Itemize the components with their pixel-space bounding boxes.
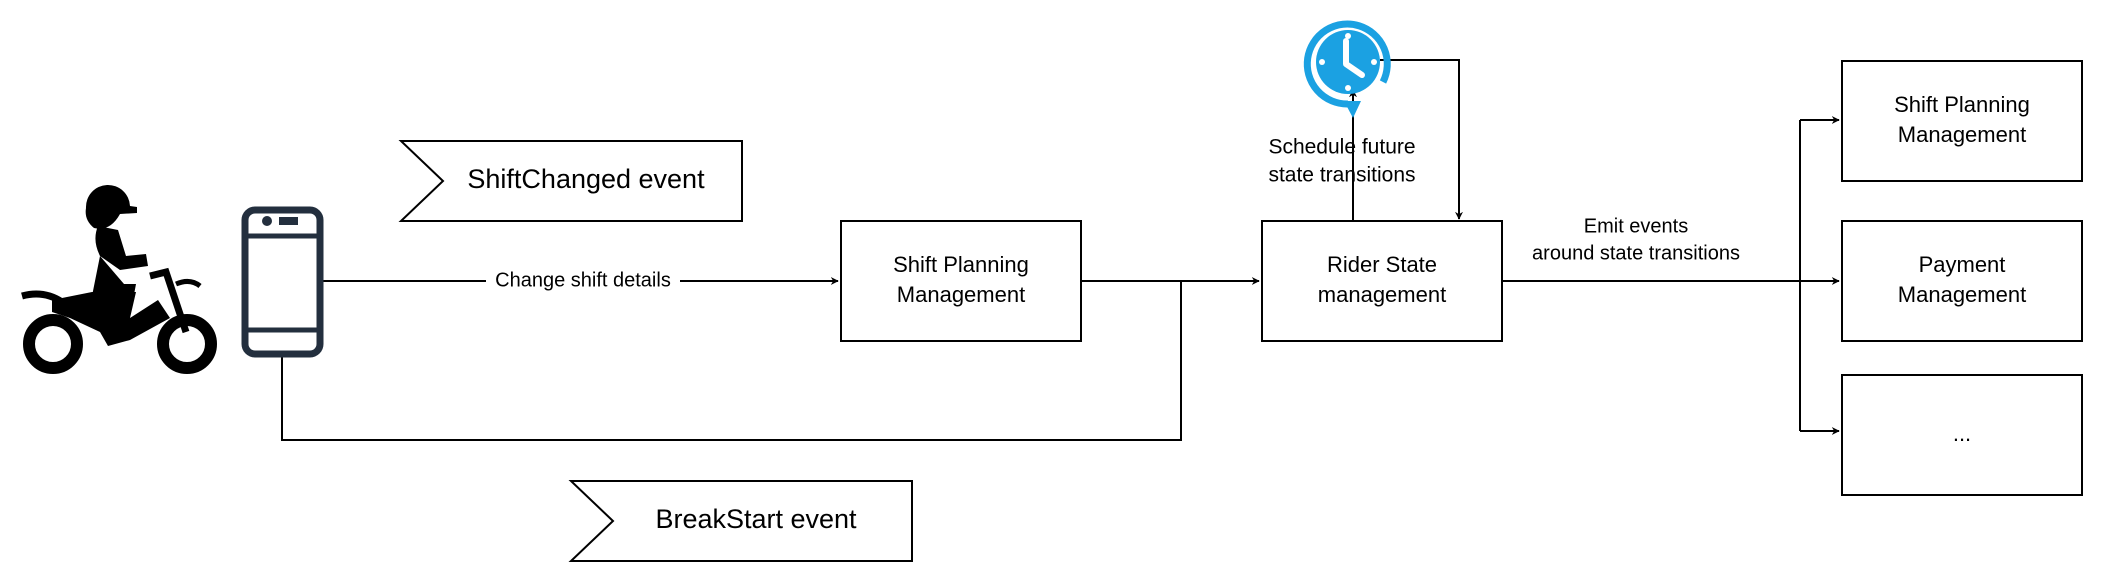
schedule-label-line-1: Schedule future bbox=[1268, 136, 1415, 159]
node-label-line-1: Shift Planning bbox=[1894, 92, 2030, 117]
event-shift-changed-label: ShiftChanged event bbox=[467, 164, 705, 194]
node-out-payment-management[interactable]: Payment Management bbox=[1841, 220, 2083, 342]
event-break-start[interactable]: BreakStart event bbox=[568, 480, 913, 562]
node-label-line-1: Rider State bbox=[1327, 252, 1437, 277]
event-break-start-label: BreakStart event bbox=[655, 504, 857, 534]
change-shift-label: Change shift details bbox=[495, 269, 671, 291]
node-rider-state-management[interactable]: Rider State management bbox=[1261, 220, 1503, 342]
node-label-line-2: Management bbox=[1898, 282, 2026, 307]
node-out-shift-planning-management[interactable]: Shift Planning Management bbox=[1841, 60, 2083, 182]
node-label-line-1: ... bbox=[1953, 421, 1971, 446]
node-label-line-1: Payment bbox=[1919, 252, 2006, 277]
edge-clock-to-rider-state bbox=[1380, 59, 1463, 220]
schedule-label-line-2: state transitions bbox=[1268, 164, 1415, 187]
node-out-more[interactable]: ... bbox=[1841, 374, 2083, 496]
node-label-line-2: management bbox=[1318, 282, 1446, 307]
smartphone-icon bbox=[241, 206, 324, 358]
change-shift-label-bg bbox=[486, 267, 680, 295]
emit-label-line-1: Emit events bbox=[1584, 215, 1688, 237]
node-shift-planning-management[interactable]: Shift Planning Management bbox=[840, 220, 1082, 342]
event-shift-changed[interactable]: ShiftChanged event bbox=[398, 140, 743, 222]
clock-icon bbox=[1303, 20, 1391, 118]
node-label-line-2: Management bbox=[1898, 122, 2026, 147]
motorcycle-rider-icon bbox=[21, 184, 217, 374]
node-label-line-2: Management bbox=[897, 282, 1025, 307]
node-label-line-1: Shift Planning bbox=[893, 252, 1029, 277]
edge-phone-to-rider-state bbox=[281, 281, 1182, 441]
emit-label-line-2: around state transitions bbox=[1532, 242, 1740, 264]
